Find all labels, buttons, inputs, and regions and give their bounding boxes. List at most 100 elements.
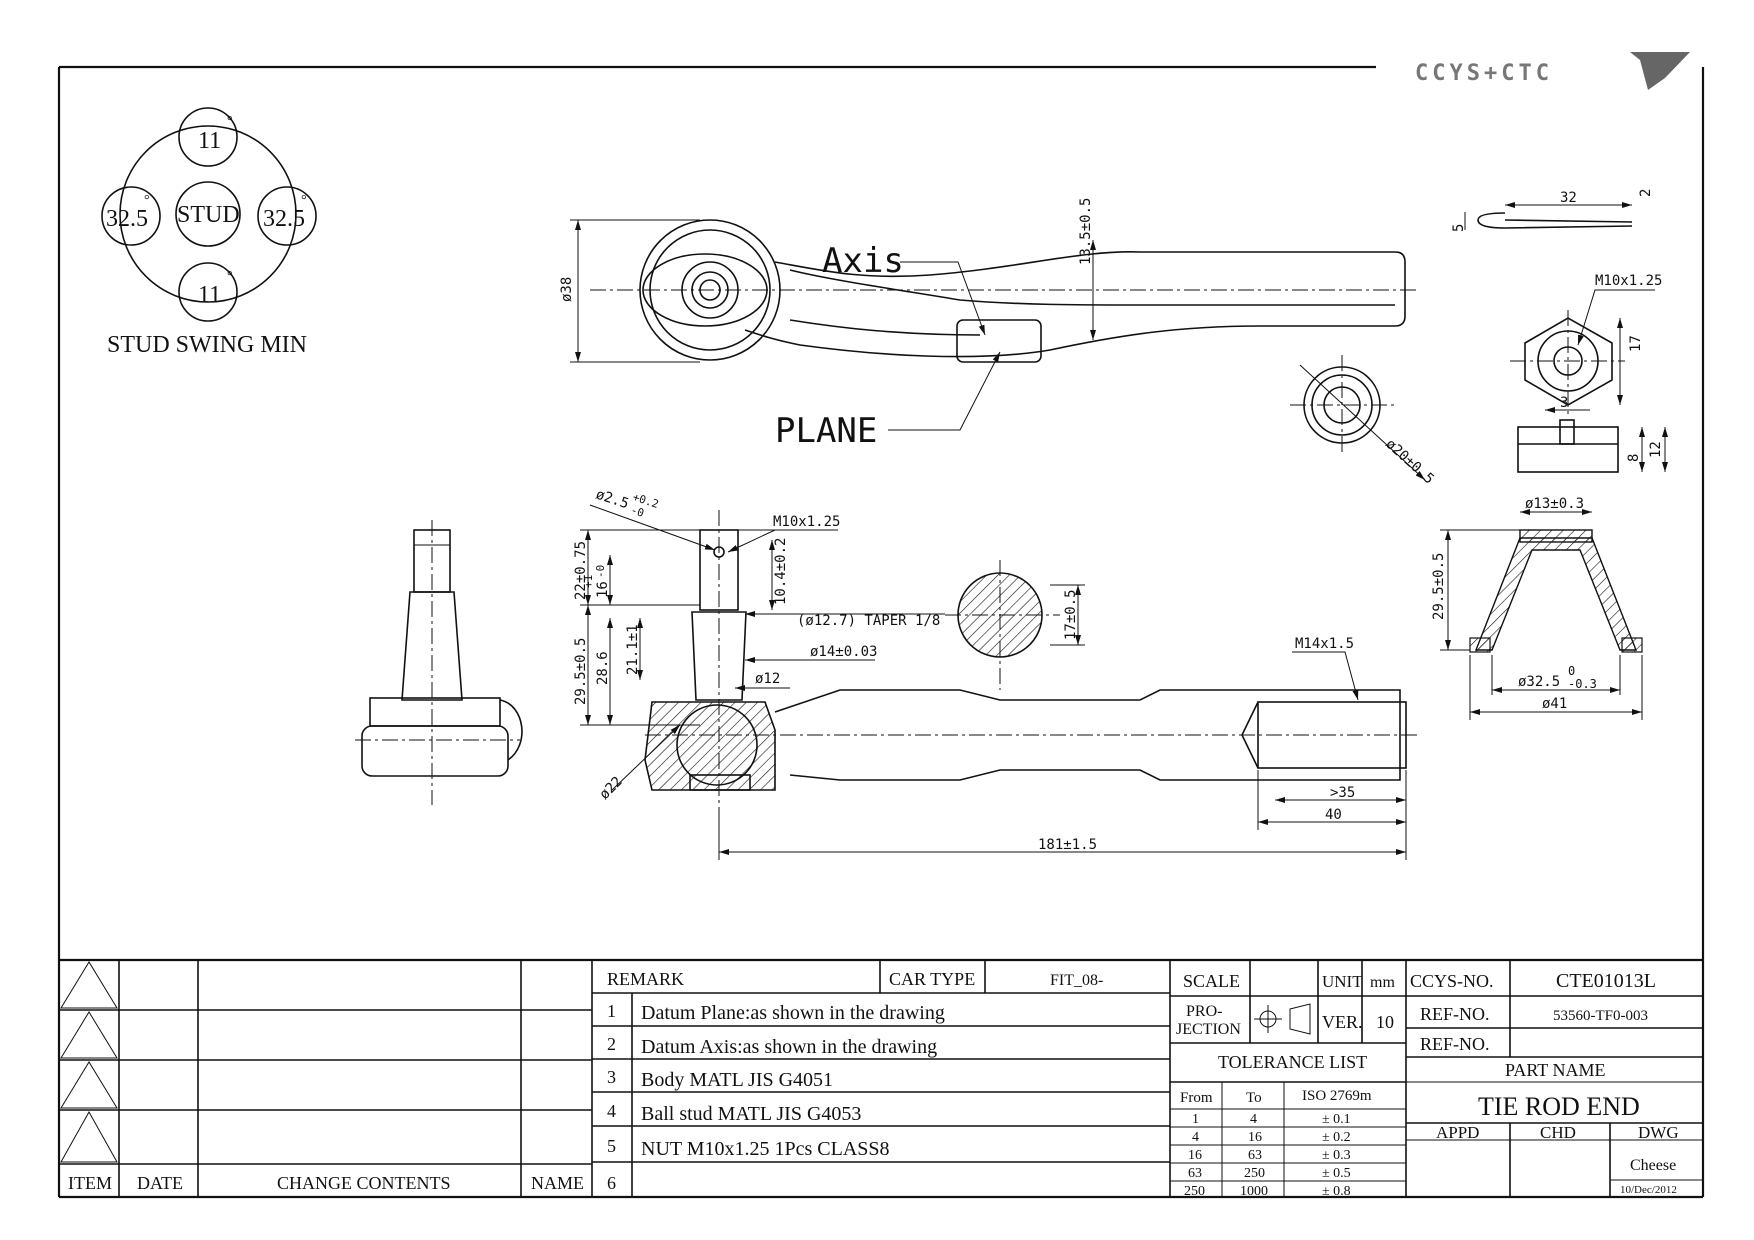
- remark-no-2: 2: [607, 1034, 616, 1054]
- tol-header-iso: ISO 2769m: [1302, 1088, 1372, 1104]
- swing-center-label: STUD: [177, 202, 240, 228]
- boot-height: 29.5±0.5: [1431, 553, 1447, 620]
- tol-row-5-val: ± 0.8: [1322, 1184, 1351, 1199]
- rev-header-item: ITEM: [68, 1173, 112, 1193]
- pin-tip: 2: [1638, 189, 1654, 197]
- castle-nut-top: M10x1.25 17: [1510, 273, 1662, 415]
- nut-hex-height: 8: [1626, 454, 1642, 462]
- side-view: 17±0.5 22±0.75 16 +1 -0 29.5±0.5 28.6 21…: [573, 487, 1420, 860]
- remark-text-2: Datum Axis:as shown in the drawing: [641, 1036, 937, 1058]
- dim-offset: 13.5±0.5: [1078, 198, 1094, 265]
- remark-no-4: 4: [607, 1101, 616, 1121]
- nut-thread: M10x1.25: [1595, 273, 1662, 289]
- len-total: 181±1.5: [1038, 837, 1097, 853]
- tol-row-4-val: ± 0.5: [1322, 1166, 1351, 1181]
- dim-nut-dia: ø20±0.5: [1382, 436, 1437, 487]
- dim-295: 29.5±0.5: [573, 638, 589, 705]
- tol-row-5-from: 250: [1184, 1184, 1205, 1199]
- ver-value: 10: [1376, 1012, 1394, 1032]
- part-name: TIE ROD END: [1478, 1092, 1640, 1121]
- swing-bottom-deg: °: [227, 269, 233, 284]
- unit-label: UNIT: [1322, 972, 1363, 991]
- end-view: [355, 520, 523, 805]
- swing-left-deg: °: [144, 193, 150, 208]
- swing-caption: STUD SWING MIN: [107, 332, 307, 358]
- rev-header-name: NAME: [531, 1173, 584, 1193]
- ref-label-2: REF-NO.: [1420, 1034, 1490, 1054]
- appd-label: APPD: [1436, 1123, 1479, 1142]
- remark-no-5: 5: [607, 1136, 616, 1156]
- tolerance-title: TOLERANCE LIST: [1218, 1052, 1367, 1072]
- remark-no-6: 6: [607, 1173, 616, 1193]
- scale-label: SCALE: [1183, 971, 1240, 991]
- thread-end: M14x1.5: [1295, 636, 1354, 652]
- ccys-number: CTE01013L: [1556, 970, 1656, 992]
- boot-bottom-dia: ø32.5: [1518, 674, 1560, 690]
- tol-row-1-to: 4: [1250, 1112, 1257, 1127]
- tol-row-5-to: 1000: [1240, 1184, 1268, 1199]
- ver-label: VER.: [1322, 1012, 1363, 1032]
- logo-text: CCYS+CTC: [1415, 61, 1553, 86]
- remark-header: REMARK: [607, 969, 684, 989]
- ccys-label: CCYS-NO.: [1410, 971, 1494, 991]
- swing-left-value: 32.5: [106, 206, 148, 232]
- swing-top-deg: °: [227, 114, 233, 129]
- plane-label: PLANE: [775, 411, 877, 451]
- nut-slot: 3: [1560, 395, 1568, 411]
- car-type-value: FIT_08-: [1050, 972, 1103, 989]
- dim-22: 22±0.75: [573, 541, 589, 600]
- tol-row-3-to: 63: [1248, 1148, 1262, 1163]
- dim-16-plus: +1: [582, 575, 595, 588]
- remark-text-4: Ball stud MATL JIS G4053: [641, 1103, 861, 1125]
- len-35: >35: [1330, 785, 1355, 801]
- remark-text-1: Datum Plane:as shown in the drawing: [641, 1002, 945, 1024]
- stud-swing-diagram: 11 ° 11 ° 32.5 ° 32.5 ° STUD STUD SWING …: [101, 107, 317, 358]
- tol-row-1-from: 1: [1192, 1112, 1199, 1127]
- dim-104: 10.4±0.2: [773, 538, 789, 605]
- ref-number-1: 53560-TF0-003: [1553, 1008, 1648, 1024]
- tol-row-3-from: 16: [1188, 1148, 1202, 1163]
- remark-no-3: 3: [607, 1067, 616, 1087]
- dim-section: 17±0.5: [1063, 589, 1079, 640]
- brand-logo: CCYS+CTC: [1415, 52, 1690, 90]
- unit-value: mm: [1370, 974, 1395, 991]
- tolerance-block: SCALE UNIT mm PRO- JECTION VER. 10 TOLER…: [1170, 960, 1407, 1199]
- boot-bottom-minus: -0.3: [1568, 677, 1597, 691]
- remark-text-5: NUT M10x1.25 1Pcs CLASS8: [641, 1138, 890, 1160]
- remark-no-1: 1: [607, 1001, 616, 1021]
- tol-row-2-to: 16: [1248, 1130, 1262, 1145]
- dia-14: ø14±0.03: [810, 644, 877, 660]
- cotter-pin: 32 5 2: [1451, 189, 1654, 232]
- dim-286: 28.6: [595, 651, 611, 685]
- tol-row-3-val: ± 0.3: [1322, 1148, 1351, 1163]
- title-block: ITEM DATE CHANGE CONTENTS NAME REMARK CA…: [59, 958, 1703, 1199]
- chd-label: CHD: [1540, 1123, 1576, 1142]
- swing-top-value: 11: [198, 128, 221, 154]
- tol-row-2-from: 4: [1192, 1130, 1199, 1145]
- swing-bottom-value: 11: [198, 282, 221, 308]
- rev-header-date: DATE: [137, 1173, 183, 1193]
- len-40: 40: [1325, 807, 1342, 823]
- nut-full-height: 12: [1648, 441, 1664, 458]
- rev-header-contents: CHANGE CONTENTS: [277, 1173, 451, 1193]
- axis-label: Axis: [822, 241, 904, 281]
- dim-16-minus: -0: [594, 565, 607, 578]
- tol-header-from: From: [1180, 1090, 1213, 1106]
- projection-label-1: PRO-: [1186, 1003, 1222, 1020]
- stud-thread: M10x1.25: [773, 514, 840, 530]
- tol-header-to: To: [1246, 1090, 1262, 1106]
- car-type-label: CAR TYPE: [889, 969, 975, 989]
- projection-label-2: JECTION: [1176, 1021, 1241, 1038]
- swing-right-deg: °: [301, 193, 307, 208]
- castle-nut-side: 3 8 12: [1517, 395, 1668, 473]
- pin-hole-minus: -0: [629, 503, 646, 519]
- drawing-frame: [57, 65, 1705, 1199]
- dwg-label: DWG: [1638, 1123, 1679, 1142]
- boot-bottom-plus: 0: [1568, 664, 1575, 678]
- boot-top-dia: ø13±0.3: [1525, 496, 1584, 512]
- logo-mark-icon: [1630, 52, 1690, 90]
- drawing-date: 10/Dec/2012: [1620, 1184, 1677, 1196]
- taper-label: (ø12.7) TAPER 1/8: [797, 613, 940, 629]
- drawer-name: Cheese: [1630, 1157, 1676, 1174]
- remark-text-3: Body MATL JIS G4051: [641, 1069, 833, 1091]
